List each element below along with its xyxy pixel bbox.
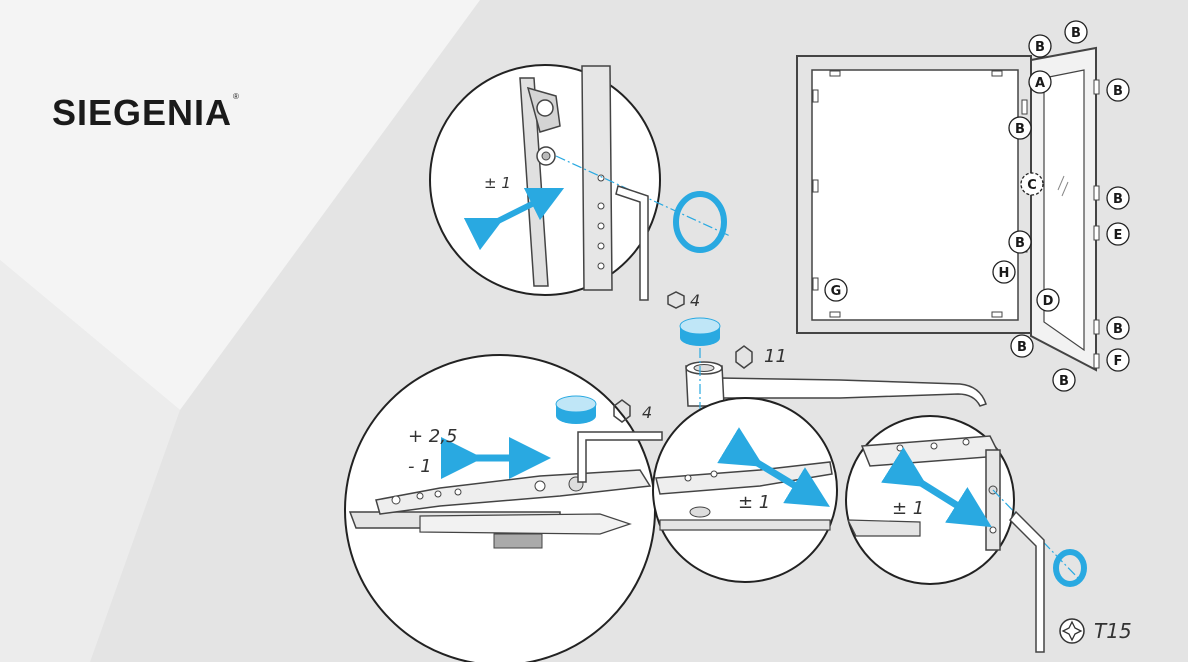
torx-key bbox=[1009, 510, 1045, 653]
window-label-g: G bbox=[831, 284, 842, 299]
detail-arm-center bbox=[652, 397, 838, 583]
window-label-c: C bbox=[1027, 178, 1037, 193]
top-hinge-adjust-label: ± 1 bbox=[484, 174, 511, 192]
siegenia-logo: SIEGENIA® bbox=[52, 92, 240, 134]
bg-facet-light bbox=[0, 0, 480, 410]
window-label-b: B bbox=[1071, 26, 1081, 41]
arm-plus-label: + 2,5 bbox=[408, 426, 457, 447]
window-label-b: B bbox=[1017, 340, 1027, 355]
window-label-b: B bbox=[1035, 40, 1045, 55]
window-label-circle bbox=[1064, 20, 1088, 44]
window-label-circle bbox=[1008, 230, 1032, 254]
hex-size-top-label: 4 bbox=[690, 291, 700, 310]
window-label-circle bbox=[1106, 348, 1130, 372]
window-label-b: B bbox=[1113, 322, 1123, 337]
corner-hinge-adjust-label: ± 1 bbox=[892, 498, 924, 519]
window-label-b: B bbox=[1015, 122, 1025, 137]
socket-wrench bbox=[685, 361, 987, 407]
brand-name: SIEGENIA bbox=[52, 92, 233, 133]
window-label-circle bbox=[1028, 70, 1052, 94]
window-label-b: B bbox=[1059, 374, 1069, 389]
window-label-circle bbox=[1106, 316, 1130, 340]
window-label-circle bbox=[992, 260, 1016, 284]
window-label-e: E bbox=[1114, 228, 1123, 243]
window-diagram bbox=[796, 46, 1100, 372]
window-label-circle bbox=[1106, 78, 1130, 102]
detail-stay-arm bbox=[344, 354, 663, 662]
window-label-h: H bbox=[999, 266, 1010, 281]
window-label-circle bbox=[824, 278, 848, 302]
window-label-b: B bbox=[1113, 84, 1123, 99]
detail-corner-hinge bbox=[845, 415, 1081, 585]
window-label-b: B bbox=[1015, 236, 1025, 251]
hex-icon-small-top bbox=[667, 291, 685, 309]
window-label-circle bbox=[1020, 172, 1044, 196]
rotation-marker-top bbox=[679, 317, 721, 346]
window-label-f: F bbox=[1114, 354, 1123, 369]
torx-icon bbox=[1059, 618, 1085, 644]
rotation-marker-mid bbox=[555, 395, 597, 424]
window-label-d: D bbox=[1043, 294, 1054, 309]
detail-top-hinge bbox=[429, 64, 731, 296]
torx-size-label: T15 bbox=[1094, 619, 1132, 643]
window-label-circle bbox=[1052, 368, 1076, 392]
bg-facet-mid bbox=[0, 260, 180, 662]
arm-vertical-label: ± 1 bbox=[738, 492, 770, 513]
window-label-a: A bbox=[1035, 76, 1045, 91]
hex-icon-large bbox=[735, 345, 753, 369]
brand-registered-mark: ® bbox=[233, 92, 240, 101]
torx-rotation-marker bbox=[1053, 549, 1087, 587]
window-label-circle bbox=[1036, 288, 1060, 312]
window-label-circle bbox=[1010, 334, 1034, 358]
hex-size-large-label: 11 bbox=[764, 346, 787, 367]
hex-key-top bbox=[615, 185, 649, 301]
window-label-circle bbox=[1106, 186, 1130, 210]
window-label-circle bbox=[1028, 34, 1052, 58]
window-label-circle bbox=[1106, 222, 1130, 246]
hex-icon-small-mid bbox=[613, 399, 631, 423]
window-label-b: B bbox=[1113, 192, 1123, 207]
window-label-circle bbox=[1008, 116, 1032, 140]
hex-size-mid-label: 4 bbox=[642, 403, 652, 422]
arm-minus-label: - 1 bbox=[408, 456, 432, 477]
